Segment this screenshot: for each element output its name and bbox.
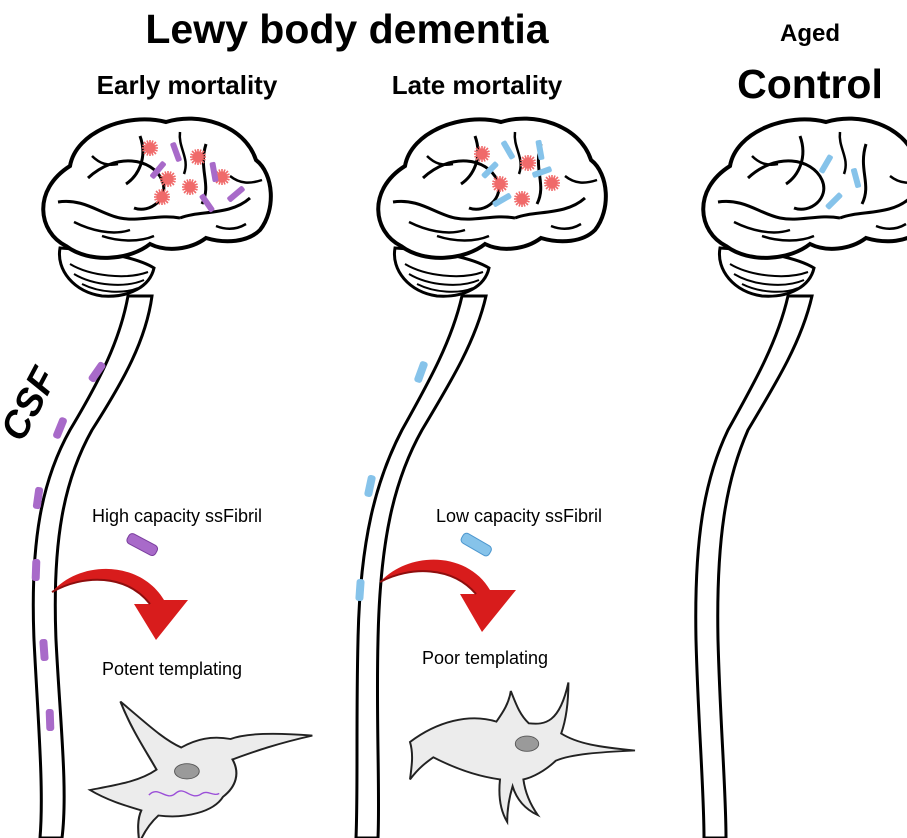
spinal-cord-icon	[696, 296, 812, 838]
lewy-body-icon	[160, 171, 176, 187]
fibril-label-early: High capacity ssFibril	[92, 506, 262, 526]
panel-heading-control: Control	[737, 61, 883, 107]
fibril-label-late: Low capacity ssFibril	[436, 506, 602, 526]
lewy-body-icon	[474, 146, 490, 162]
outcome-label-early: Potent templating	[102, 659, 242, 679]
curved-arrow-icon	[52, 569, 188, 640]
curved-arrow-icon	[380, 560, 516, 632]
lewy-body-icon	[492, 176, 508, 192]
brain-icon	[378, 119, 606, 297]
lewy-body-icon	[544, 175, 560, 191]
fibril-icon	[355, 579, 365, 602]
fibril-icon	[32, 559, 41, 581]
nucleus	[175, 764, 200, 779]
fibril-icon	[460, 532, 493, 558]
panel-heading-late: Late mortality	[392, 70, 563, 100]
nucleus	[515, 736, 538, 751]
fibril-icon	[39, 639, 49, 662]
outcome-label-late: Poor templating	[422, 648, 548, 668]
lewy-body-icon	[190, 149, 206, 165]
fibril-icon	[364, 474, 376, 497]
panel-early: High capacity ssFibril Potent templating…	[0, 119, 312, 838]
main-title: Lewy body dementia	[145, 6, 549, 52]
lewy-body-icon	[182, 179, 198, 195]
lewy-body-icon	[514, 191, 530, 207]
panel-heading-control-small: Aged	[780, 20, 840, 47]
fibril-icon	[46, 709, 55, 731]
lewy-body-icon	[520, 155, 536, 171]
lewy-body-icon	[154, 189, 170, 205]
lewy-body-icon	[142, 140, 158, 156]
neuron-icon	[410, 683, 635, 822]
brain-icon	[703, 119, 907, 297]
fibril-icon	[413, 360, 428, 383]
neuron-icon	[90, 702, 312, 838]
fibril-icon	[126, 532, 159, 557]
panel-control	[696, 119, 907, 838]
panel-heading-early: Early mortality	[97, 70, 278, 100]
panel-late: Low capacity ssFibril Poor templating	[355, 119, 635, 838]
